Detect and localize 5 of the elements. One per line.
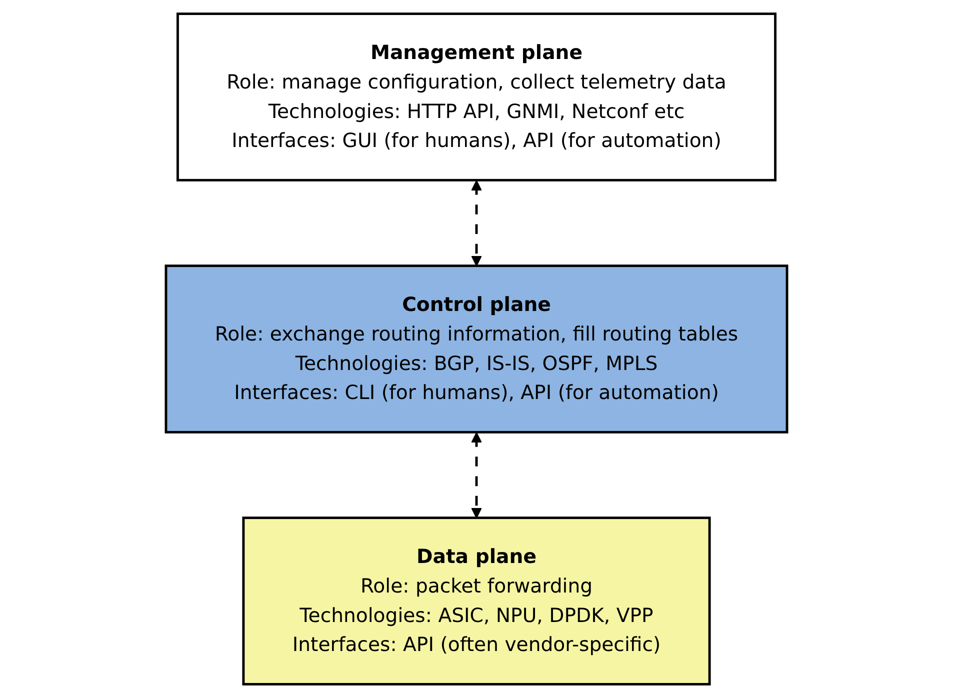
- node-box: Data plane Role: packet forwarding Technologies: ASIC, NPU, DPDK, VPP Interfaces: API (often vendor-specific): [242, 516, 711, 686]
- arrow: [471, 180, 482, 266]
- arrow: [471, 432, 482, 518]
- node-box: Management plane Role: manage configuration, collect telemetry data Technologies: HTTP API, GNMI, Netconf etc Interfaces: GUI (for humans), API (for automation): [176, 12, 776, 182]
- node-box: Control plane Role: exchange routing information, fill routing tables Technologies: BGP, IS-IS, OSPF, MPLS Interfaces: CLI (for humans), API (for automation): [164, 264, 788, 434]
